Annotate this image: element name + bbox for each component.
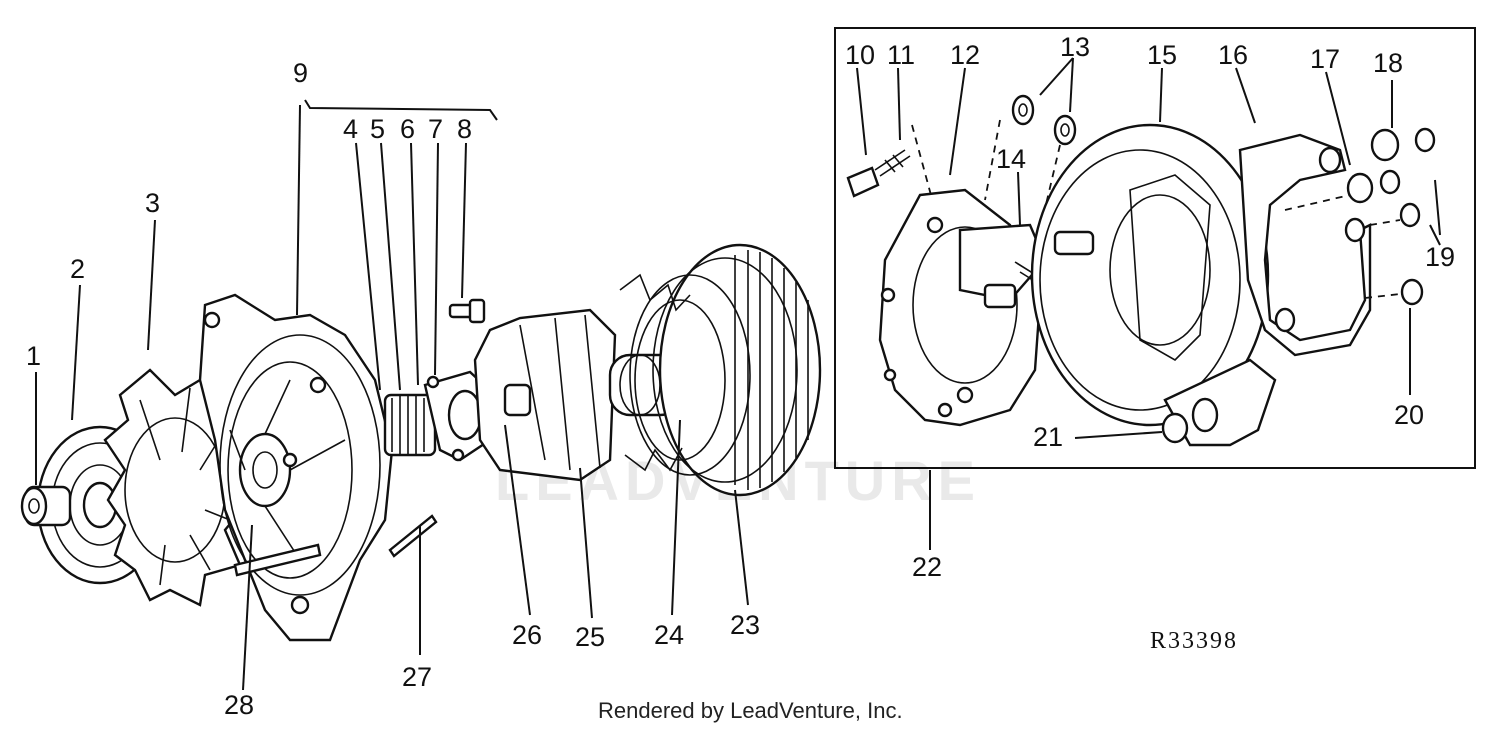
callout-15: 15 [1147,40,1177,70]
nuts-part [1346,127,1436,306]
credit-line: Rendered by LeadVenture, Inc. [598,698,903,723]
callout-28: 28 [224,690,254,720]
callout-8: 8 [457,114,472,144]
callout-9: 9 [293,58,308,88]
callout-6: 6 [400,114,415,144]
rectifier-assembly-box [834,27,1476,469]
drive-end-frame-part [198,293,394,642]
callout-22: 22 [912,552,942,582]
bushing-part [1161,412,1189,444]
callout-21: 21 [1033,422,1063,452]
callout-24: 24 [654,620,684,650]
callout-1: 1 [26,341,41,371]
rear-cover-part [1238,133,1372,357]
callout-27: 27 [402,662,432,692]
long-screw-part [388,514,438,558]
callout-13: 13 [1060,32,1090,62]
brush-part [846,124,936,211]
stator-part [619,243,822,497]
callout-2: 2 [70,254,85,284]
callout-7: 7 [428,114,443,144]
reference-code: R33398 [1150,628,1238,654]
callout-17: 17 [1310,44,1340,74]
callout-26: 26 [512,620,542,650]
screw-part [448,298,486,324]
callout-3: 3 [145,188,160,218]
callout-12: 12 [950,40,980,70]
callout-25: 25 [575,622,605,652]
callout-20: 20 [1394,400,1424,430]
slip-ring-end-frame-part [1030,123,1277,447]
callout-10: 10 [845,40,875,70]
callout-11: 11 [887,40,915,70]
callout-14: 14 [996,144,1026,174]
callout-labels: 1 2 3 4 5 6 7 8 9 10 11 12 13 14 15 16 1… [26,32,1455,720]
callout-4: 4 [343,114,358,144]
washers-part [1011,94,1077,231]
callout-23: 23 [730,610,760,640]
callout-16: 16 [1218,40,1248,70]
through-bolt-part [233,543,322,577]
callout-5: 5 [370,114,385,144]
regulator-part [958,119,1066,309]
callout-18: 18 [1373,48,1403,78]
callout-19: 19 [1425,242,1455,272]
leader-lines [35,57,1441,691]
